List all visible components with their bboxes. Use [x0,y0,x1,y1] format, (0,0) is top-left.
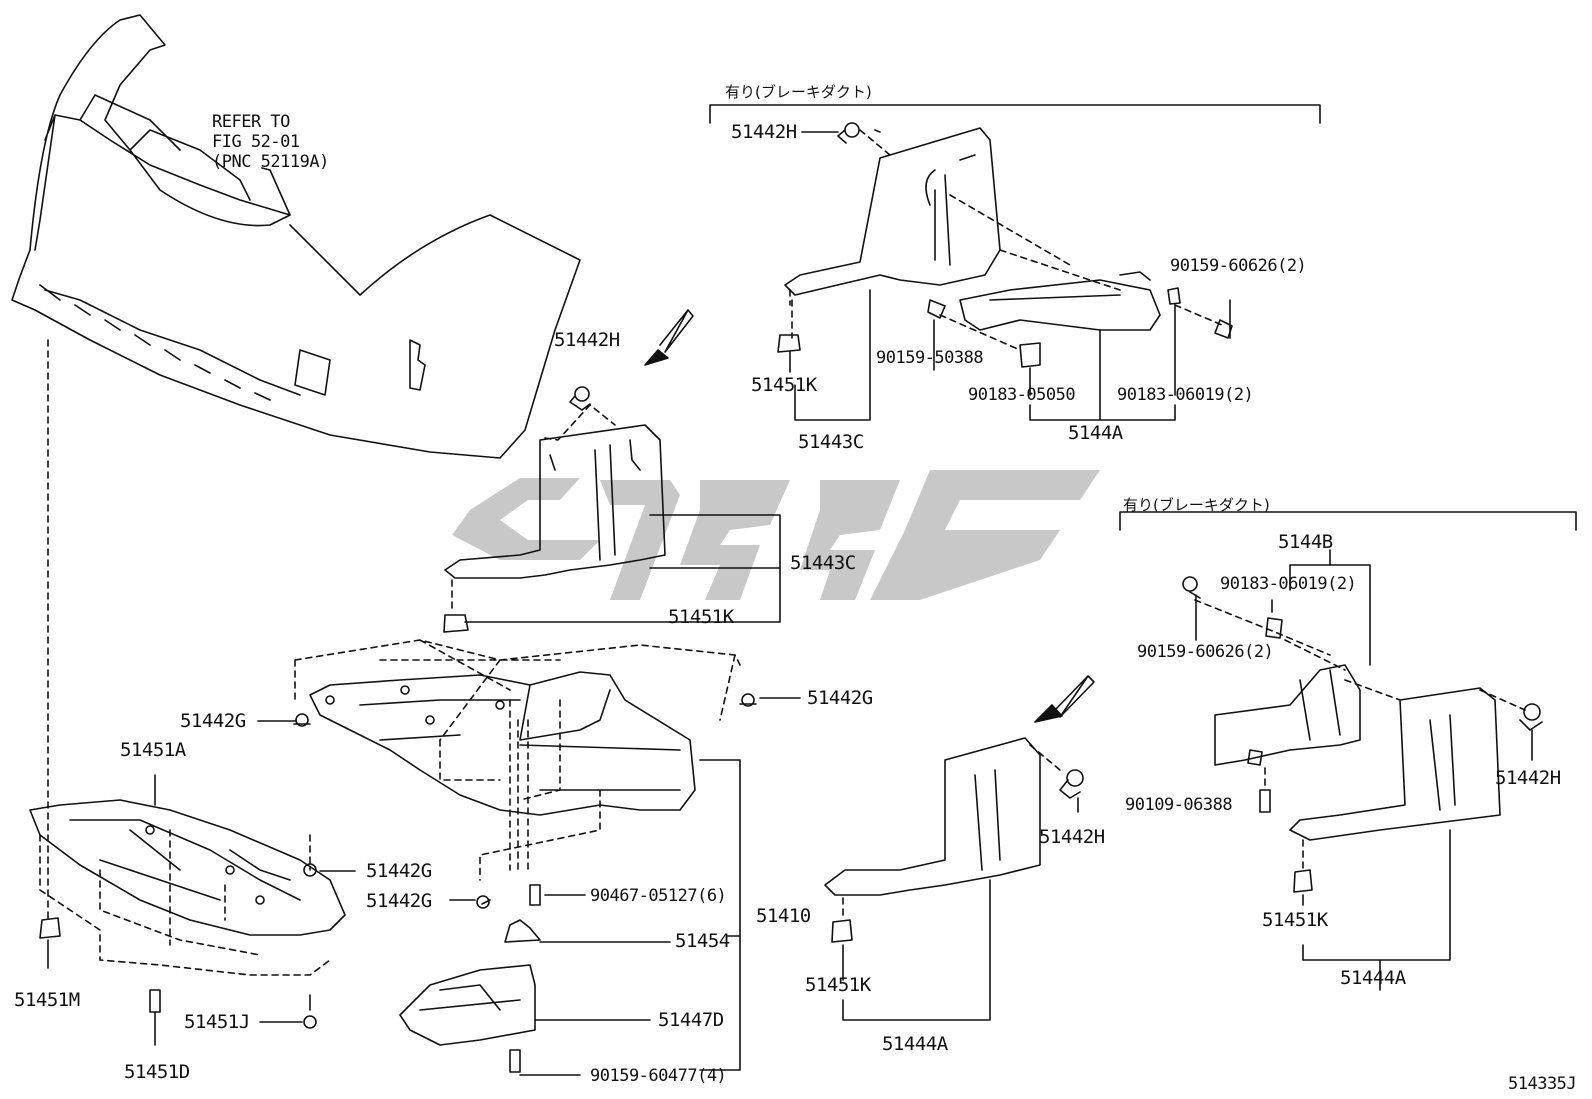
reference-note-line-1: REFER TO [212,112,290,132]
part-label-5144a: 5144A [1068,422,1123,444]
part-label-90467-05127: 90467-05127(6) [590,886,727,906]
option-note-lower: 有り(ブレーキダクト) [1123,496,1270,514]
part-label-51451j: 51451J [184,1011,250,1033]
part-label-90159-60626-lower: 90159-60626(2) [1137,642,1274,662]
part-label-51442g-lower-1: 51442G [366,860,432,882]
part-label-51451k-lower-right: 51451K [1262,909,1328,931]
part-label-51442h-lower-middle: 51442H [1039,826,1105,848]
part-label-51444a-right: 51444A [1340,967,1406,989]
part-label-51451k-upper: 51451K [751,374,817,396]
front-bumper-drawing [11,14,581,459]
part-label-5144b: 5144B [1278,531,1333,553]
figure-code: 514335J [1508,1074,1577,1094]
part-label-51451k-middle: 51451K [668,606,734,628]
part-label-51443c-upper: 51443C [798,431,864,453]
part-label-90159-50388: 90159-50388 [876,348,984,368]
lower-front-cover [29,339,801,1076]
part-label-51442h-middle: 51442H [554,329,620,351]
part-label-51451k-lower-middle: 51451K [805,974,871,996]
part-label-51454: 51454 [675,930,730,952]
upper-brake-duct-assembly [777,122,1233,421]
part-label-51442h-lower-right: 51442H [1495,767,1561,789]
watermark-logo [452,470,1100,600]
part-label-51442g-lower-2: 51442G [366,890,432,912]
direction-arrow-upper [644,309,694,366]
part-label-51444a-middle: 51444A [882,1033,948,1055]
lower-middle-shield-assembly [824,737,1084,1021]
part-label-90183-05050: 90183-05050 [968,385,1076,405]
direction-arrow-lower [1034,675,1095,723]
part-label-51451m: 51451M [14,989,80,1011]
engine-under-cover [293,639,757,1071]
part-label-51443c-middle: 51443C [790,552,856,574]
reference-note-line-2: FIG 52-01 [212,132,300,152]
option-bracket-lower [1119,511,1577,531]
middle-shield-assembly [443,386,781,633]
part-label-90159-60626-upper: 90159-60626(2) [1170,256,1307,276]
part-label-51451a: 51451A [120,739,186,761]
part-label-51451d: 51451D [124,1061,190,1083]
part-label-51442g-right: 51442G [807,687,873,709]
option-note-upper: 有り(ブレーキダクト) [725,83,872,101]
part-label-51442h-upper: 51442H [731,121,797,143]
part-label-51447d: 51447D [658,1009,724,1031]
part-label-90183-06019-lower: 90183-06019(2) [1220,574,1357,594]
option-bracket-upper [709,104,1321,124]
reference-note-line-3: (PNC 52119A) [212,152,329,172]
part-label-90109-06388: 90109-06388 [1125,795,1233,815]
lower-brake-duct-assembly [1182,549,1543,991]
part-label-90183-06019-upper: 90183-06019(2) [1117,385,1254,405]
part-label-51442g-left: 51442G [180,710,246,732]
part-label-90159-60477: 90159-60477(4) [590,1066,727,1086]
part-label-51410: 51410 [756,905,811,927]
